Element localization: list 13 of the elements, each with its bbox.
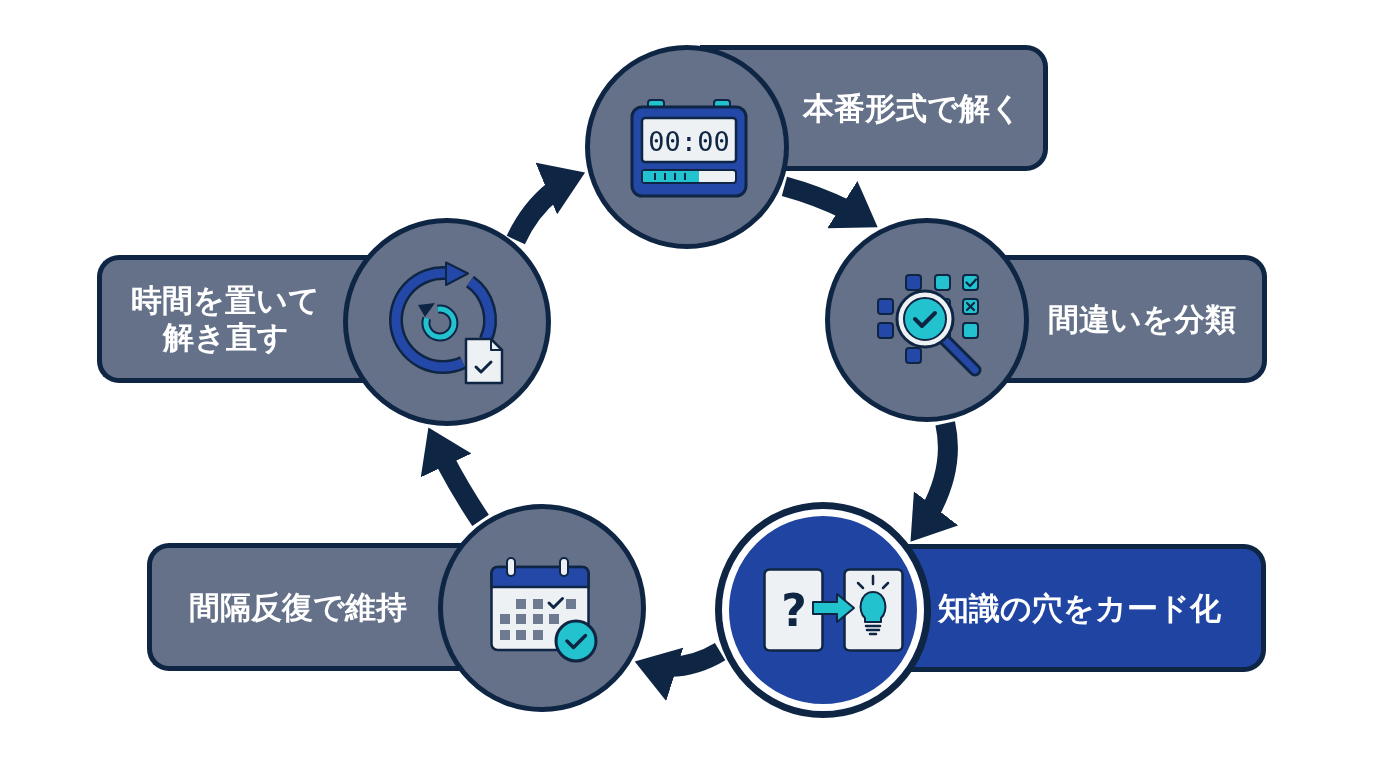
step-box bbox=[789, 45, 1048, 171]
step-label: 間隔反復で維持 bbox=[188, 588, 407, 626]
step-box bbox=[97, 255, 343, 383]
question-mark: ? bbox=[781, 589, 807, 633]
timer-digits: 00:00 bbox=[648, 127, 730, 155]
step-box bbox=[1029, 255, 1267, 383]
step-label: 時間を置いて解き直す bbox=[130, 282, 321, 356]
step-box bbox=[931, 544, 1266, 672]
step-box bbox=[147, 543, 438, 671]
icon-circle bbox=[343, 218, 551, 426]
step-label: 間違いを分類 bbox=[1047, 300, 1236, 338]
step-label: 本番形式で解く bbox=[803, 89, 1022, 127]
step-label: 知識の穴をカード化 bbox=[938, 589, 1221, 627]
